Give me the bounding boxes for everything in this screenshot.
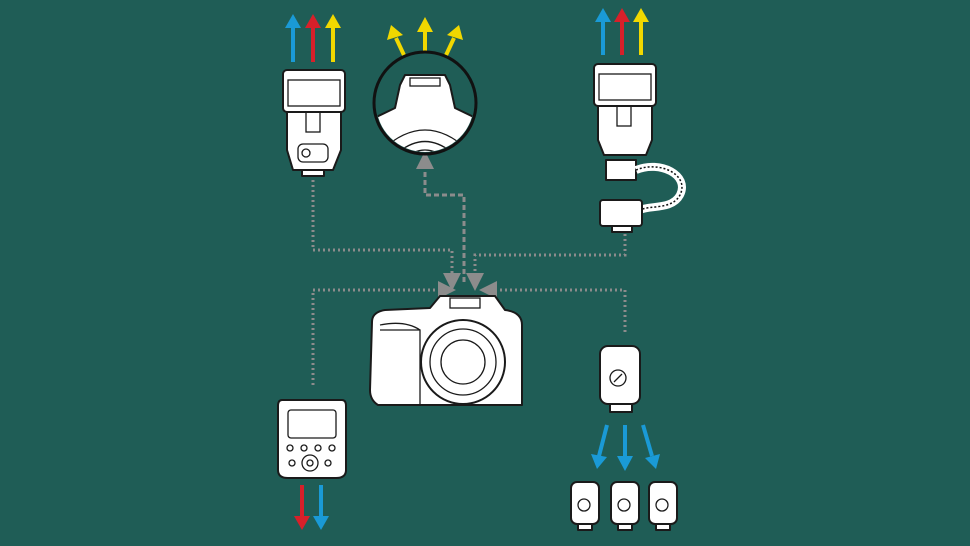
connectors (311, 151, 627, 385)
arrow-blue-up (285, 14, 301, 62)
arrow-yellow-up (325, 14, 341, 62)
speedlight-flash-icon (282, 69, 346, 177)
popup-flash-icon (372, 50, 478, 156)
radio-receiver-icon (570, 481, 600, 531)
arrow-yellow-up (633, 8, 649, 55)
connector-cord-flash (466, 234, 627, 291)
off-camera-cord-flash-icon (593, 63, 686, 233)
arrow-blue-down-right (641, 424, 660, 469)
wireless-flash-controller-icon (277, 399, 347, 479)
radio-receivers (570, 481, 678, 531)
radio-receiver-icon (648, 481, 678, 531)
connector-builtin-flash (416, 151, 466, 282)
arrow-blue-down (617, 425, 633, 471)
radio-receiver-icon (610, 481, 640, 531)
arrow-red-up (614, 8, 630, 55)
arrow-red-down (294, 485, 310, 530)
arrow-blue-up (595, 8, 611, 55)
connector-flash-left (311, 180, 461, 291)
connector-controller (311, 281, 456, 385)
radio-trigger-icon (599, 345, 641, 413)
dslr-camera-icon (369, 295, 523, 406)
arrow-blue-down (313, 485, 329, 530)
arrow-red-up (305, 14, 321, 62)
connector-trigger (479, 281, 627, 332)
arrow-blue-down-left (591, 424, 609, 469)
